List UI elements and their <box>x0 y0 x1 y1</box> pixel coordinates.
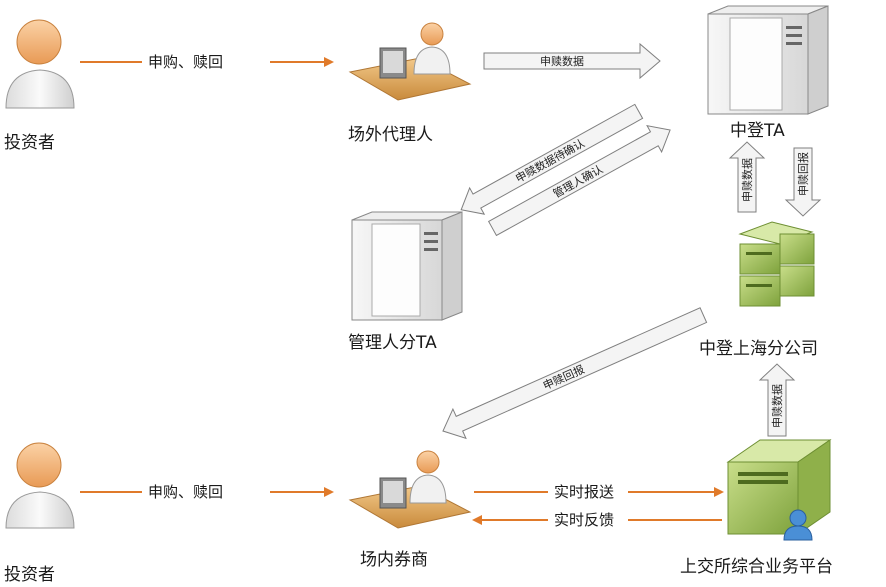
csdc-shanghai-label: 中登上海分公司 <box>699 339 818 359</box>
investor-top-label: 投资者 <box>4 133 55 153</box>
investor-bottom-icon <box>5 442 75 529</box>
realtime-feedback-bg <box>548 508 628 530</box>
agent-to-ta-block-arrow: 申赎数据 <box>483 42 661 80</box>
user-icon <box>783 509 813 541</box>
investor-bottom-label: 投资者 <box>4 565 55 585</box>
offsite-agent-label: 场外代理人 <box>348 125 433 145</box>
csdc-shanghai-server-icon <box>738 221 815 307</box>
realtime-report-label: 实时报送 <box>554 483 614 501</box>
ta-down-data-label: 申赎数据 <box>740 158 754 202</box>
agent-to-ta-label: 申赎数据 <box>540 54 584 68</box>
onsite-broker-icon <box>348 450 472 529</box>
sh-to-broker-label: 申赎回报 <box>541 362 587 393</box>
manager-ta-label: 管理人分TA <box>348 333 437 353</box>
manager-ta-server-icon <box>351 211 463 321</box>
investor-top-icon <box>5 19 75 109</box>
top-subscribe-bg <box>142 50 270 72</box>
manager-confirm-label: 管理人确认 <box>550 162 605 201</box>
ta-down-block-arrow: 申赎回报 <box>784 147 822 217</box>
ta-up-block-arrow: 申赎数据 <box>728 141 766 213</box>
sh-to-broker-block-arrow: 申赎回报 <box>442 307 708 440</box>
bottom-subscribe-label: 申购、赎回 <box>148 483 223 501</box>
sse-platform-server-icon <box>726 439 832 535</box>
onsite-broker-label: 场内券商 <box>360 550 428 570</box>
ta-up-report-label: 申赎回报 <box>796 152 810 196</box>
bottom-subscribe-bg <box>142 480 270 502</box>
top-subscribe-label: 申购、赎回 <box>148 53 223 71</box>
platform-to-sh-label: 申赎数据 <box>770 384 784 428</box>
csdc-ta-label: 中登TA <box>730 121 785 141</box>
realtime-feedback-label: 实时反馈 <box>554 511 614 529</box>
platform-to-sh-block-arrow: 申赎数据 <box>758 363 796 437</box>
offsite-agent-icon <box>348 22 472 101</box>
realtime-report-bg <box>548 480 628 502</box>
sse-platform-label: 上交所综合业务平台 <box>680 557 833 577</box>
csdc-ta-server-icon <box>707 5 829 115</box>
